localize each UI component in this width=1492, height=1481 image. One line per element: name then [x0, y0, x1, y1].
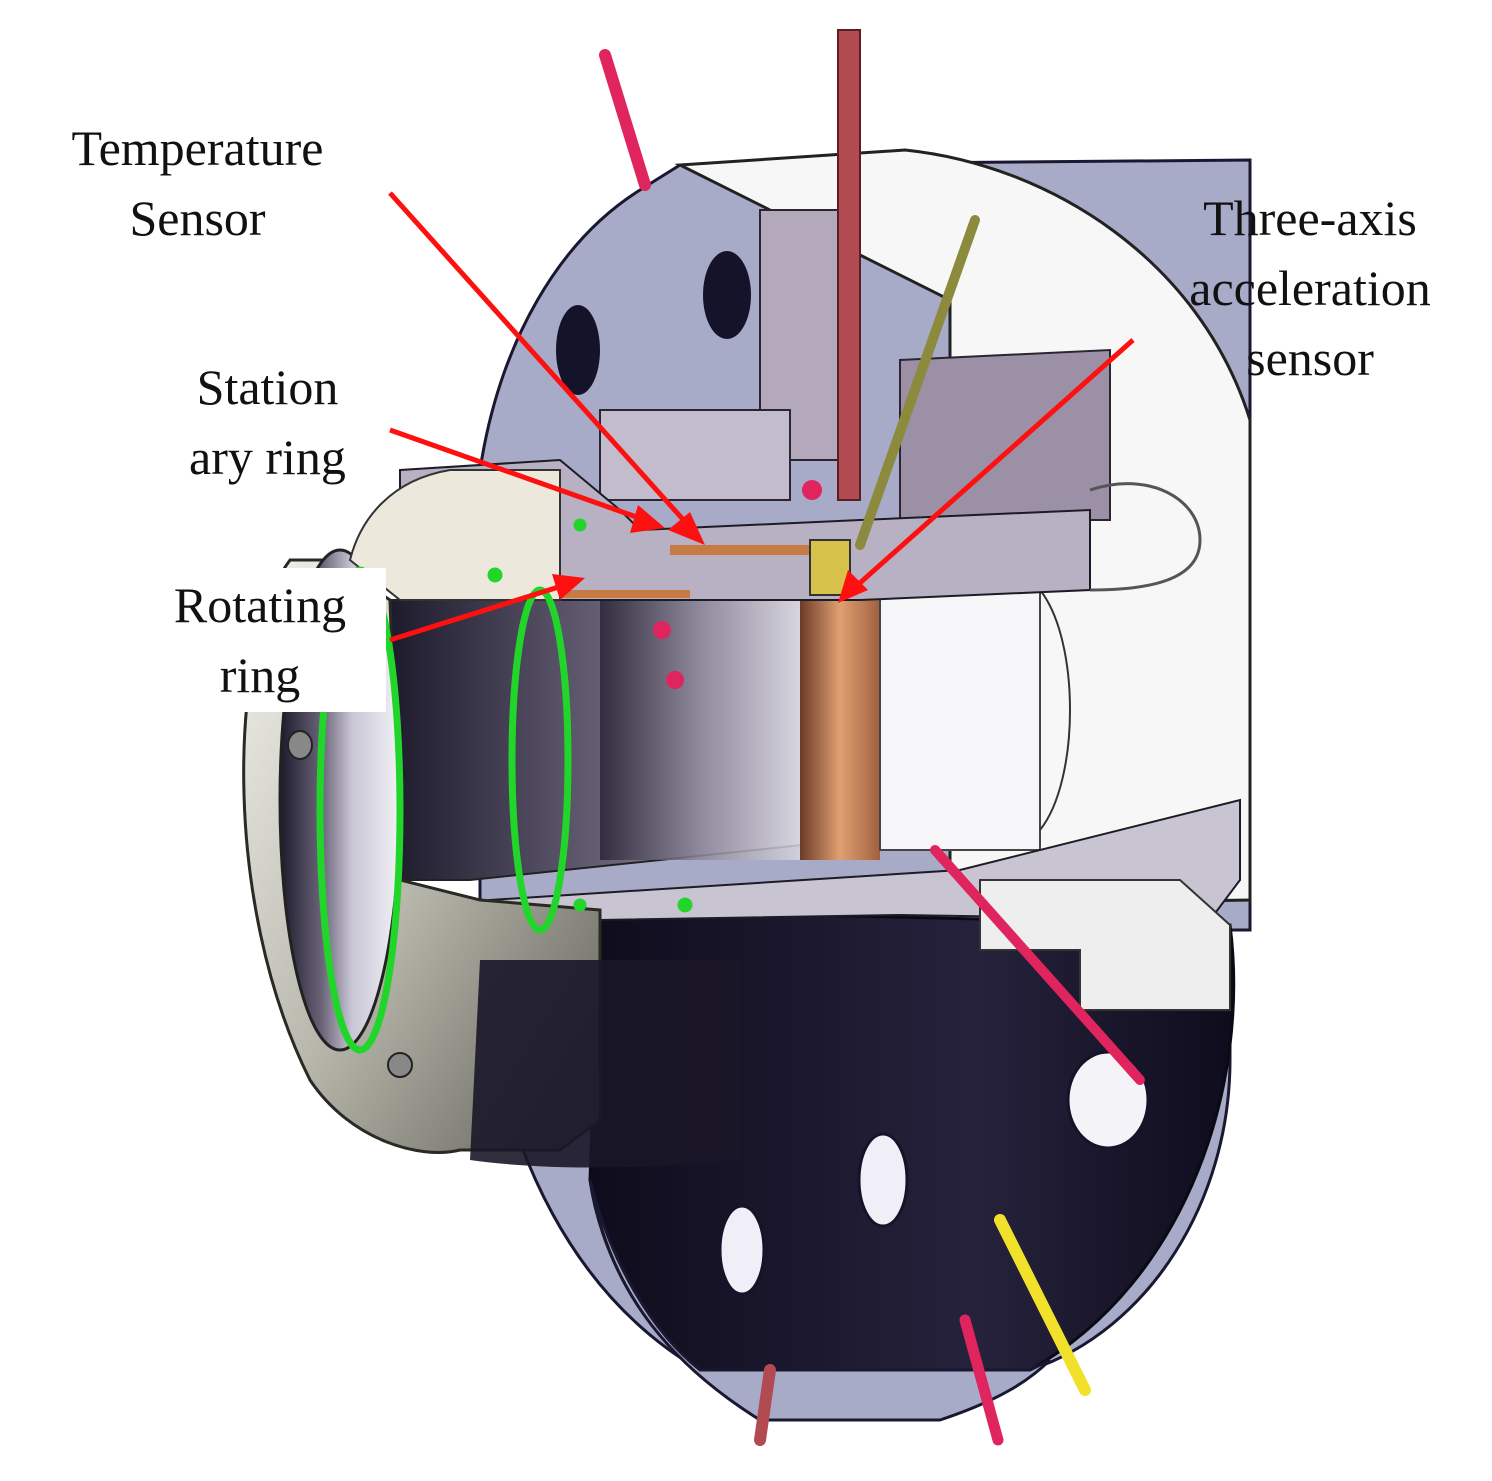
arrow-rotating-ring	[389, 574, 585, 643]
seal-bore	[388, 588, 1071, 881]
bolt-holes	[556, 251, 1150, 1296]
callout-arrows	[388, 191, 1135, 643]
label-temperature-sensor: Temperature Sensor	[71, 120, 324, 246]
label-rotating-ring: Rotating ring	[134, 568, 386, 712]
arrow-stationary-ring	[389, 427, 665, 533]
arrow-temperature-sensor	[388, 191, 705, 545]
label-three-axis-sensor: Three-axis acceleration sensor	[1189, 190, 1431, 386]
label-stationary-ring: Station ary ring	[189, 359, 346, 485]
gland-section-top	[599, 209, 1111, 521]
arrow-three-axis-sensor	[838, 338, 1135, 603]
sensor-probes	[599, 29, 1145, 1446]
